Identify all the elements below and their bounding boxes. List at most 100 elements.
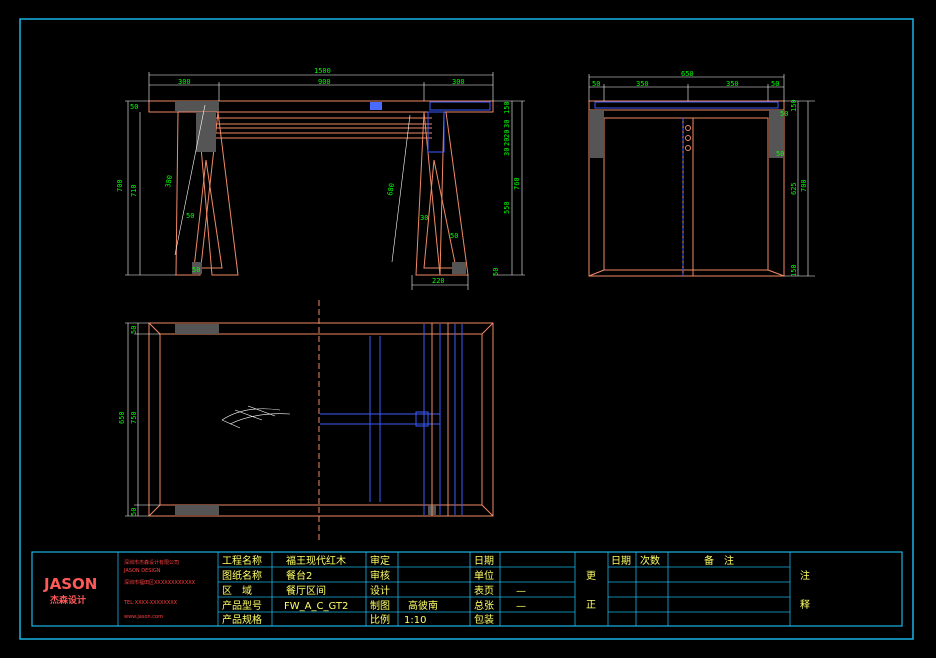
revision-header-notes: 备 注 — [704, 554, 734, 567]
tb-label-1: 图纸名称 — [222, 569, 262, 582]
front-dim-r-height-a: 760 — [513, 177, 521, 190]
front-right-leg-void — [423, 159, 457, 269]
tb-value3-2: — — [516, 586, 526, 597]
front-dim-r-stack-3: 20 — [503, 138, 511, 146]
side-dim-small-b: 50 — [776, 150, 784, 158]
revision-header-count: 次数 — [640, 554, 660, 567]
side-dim-left: 350 — [636, 80, 649, 88]
tb-value2-3: 高彼南 — [408, 599, 438, 612]
tb-label2-0: 审定 — [370, 554, 390, 567]
front-dim-angle-left: 50 — [186, 212, 194, 220]
front-tabletop-detail — [429, 101, 491, 111]
front-dim-left: 300 — [178, 78, 191, 86]
side-elevation-view: 650 50 350 350 50 150 50 625 700 150 50 — [588, 70, 815, 277]
side-tabletop-detail — [594, 101, 779, 109]
title-block-frame — [31, 551, 903, 627]
plan-hatch-bottom — [175, 505, 219, 515]
front-tabletop — [148, 100, 494, 113]
front-dim-r-stack-1: 30 — [503, 120, 511, 128]
front-dim-r-height-b: 550 — [503, 201, 511, 214]
front-right-leg-inner — [415, 111, 445, 276]
tb-label3-2: 表页 — [474, 584, 494, 597]
company-line-4: www.jason.com — [124, 614, 163, 620]
tb-label-3: 产品型号 — [222, 599, 262, 612]
front-elevation-view: 1500 300 900 300 50 700 710 380 680 50 3… — [116, 67, 525, 290]
tb-label-0: 工程名称 — [222, 554, 262, 567]
side-dim-top-thk: 150 — [790, 99, 798, 112]
drawing-border — [19, 18, 914, 640]
front-dim-r-stack-2: 20 — [503, 130, 511, 138]
tb-value2-4: 1:10 — [404, 615, 426, 626]
front-dim-height-total: 700 — [116, 179, 124, 192]
front-dim-top-thickness: 50 — [130, 103, 138, 111]
side-bolt-2 — [685, 135, 691, 141]
front-dim-diag-right: 680 — [386, 182, 396, 196]
plan-dim-bottom-edge: 50 — [130, 508, 138, 516]
company-line-1: JASON DESIGN — [123, 568, 161, 574]
company-line-2: 深圳市福田区XXXXXXXXXXXX — [124, 579, 196, 586]
front-dim-right: 300 — [452, 78, 465, 86]
side-dim-left-edge: 50 — [592, 80, 600, 88]
side-hatch-left — [589, 110, 604, 158]
plan-view: 650 750 50 50 — [118, 300, 494, 540]
front-dim-lines — [125, 72, 525, 290]
tb-label3-1: 单位 — [474, 569, 494, 582]
plan-dim-depth-inner: 750 — [130, 411, 138, 424]
company-line-0: 深圳市杰森设计有限公司 — [124, 559, 179, 566]
front-left-leg-hatch — [196, 112, 216, 152]
tb-label-2: 区 域 — [222, 584, 252, 597]
tb-label3-4: 包装 — [474, 613, 494, 626]
tb-value3-3: — — [516, 601, 526, 612]
notes-top: 注 — [800, 569, 810, 582]
side-hatch-right — [769, 110, 784, 158]
front-dim-base-width: 220 — [432, 277, 445, 285]
front-dim-r-stack-4: 30 — [503, 148, 511, 156]
side-bolt-1 — [685, 125, 691, 131]
plan-hatch-top — [175, 324, 219, 334]
front-right-foot-hatch — [452, 262, 466, 274]
front-tabletop-hatch-left — [175, 101, 219, 112]
plan-outer — [148, 322, 494, 517]
front-dim-angle-right: 30 — [420, 214, 428, 222]
title-block: JASON 杰森设计 深圳市杰森设计有限公司 JASON DESIGN 深圳市福… — [31, 551, 903, 627]
front-dim-foot-right: 50 — [450, 232, 458, 240]
front-dim-foot-left: 50 — [192, 266, 200, 274]
company-logo: JASON — [43, 575, 97, 593]
side-tabletop — [588, 100, 785, 111]
plan-wood-grain — [221, 405, 291, 429]
front-left-foot-hatch — [192, 262, 202, 274]
front-dim-height-leg: 710 — [130, 184, 138, 197]
side-dim-right: 350 — [726, 80, 739, 88]
tb-value-1: 餐台2 — [286, 569, 312, 582]
revision-side-bottom: 正 — [586, 600, 596, 611]
plan-inner — [159, 333, 483, 506]
tb-label3-0: 日期 — [474, 555, 494, 567]
tb-label2-2: 设计 — [370, 584, 390, 597]
front-right-leg-detail — [427, 111, 445, 153]
front-dim-overall: 1500 — [314, 67, 331, 75]
company-logo-sub: 杰森设计 — [50, 594, 86, 606]
side-bolt-3 — [685, 145, 691, 151]
tb-label-4: 产品规格 — [222, 613, 262, 626]
front-dim-r-stack-0: 150 — [503, 101, 511, 114]
plan-dim-top-edge: 50 — [130, 326, 138, 334]
side-inner-frame — [603, 117, 769, 271]
side-dim-top-small: 50 — [780, 110, 788, 118]
tb-label2-4: 比例 — [370, 613, 390, 626]
side-dim-lines — [588, 74, 815, 277]
side-dim-height-b: 700 — [800, 179, 808, 192]
notes-bottom: 释 — [800, 598, 810, 611]
revision-side-top: 更 — [586, 570, 596, 582]
tb-value-3: FW_A_C_GT2 — [284, 601, 348, 612]
revision-header-date: 日期 — [611, 555, 631, 567]
company-line-3: TEL:XXXX-XXXXXXXX — [123, 600, 178, 606]
front-tabletop-insert — [370, 102, 382, 110]
tb-value-2: 餐厅区间 — [286, 584, 326, 597]
plan-dim-lines — [125, 322, 160, 517]
plan-dim-depth-total: 650 — [118, 411, 126, 424]
front-dim-diag-left: 380 — [164, 174, 174, 188]
side-dim-height-a: 625 — [790, 182, 798, 195]
side-dim-bottom: 150 — [790, 264, 798, 277]
tb-label2-3: 制图 — [370, 599, 390, 612]
